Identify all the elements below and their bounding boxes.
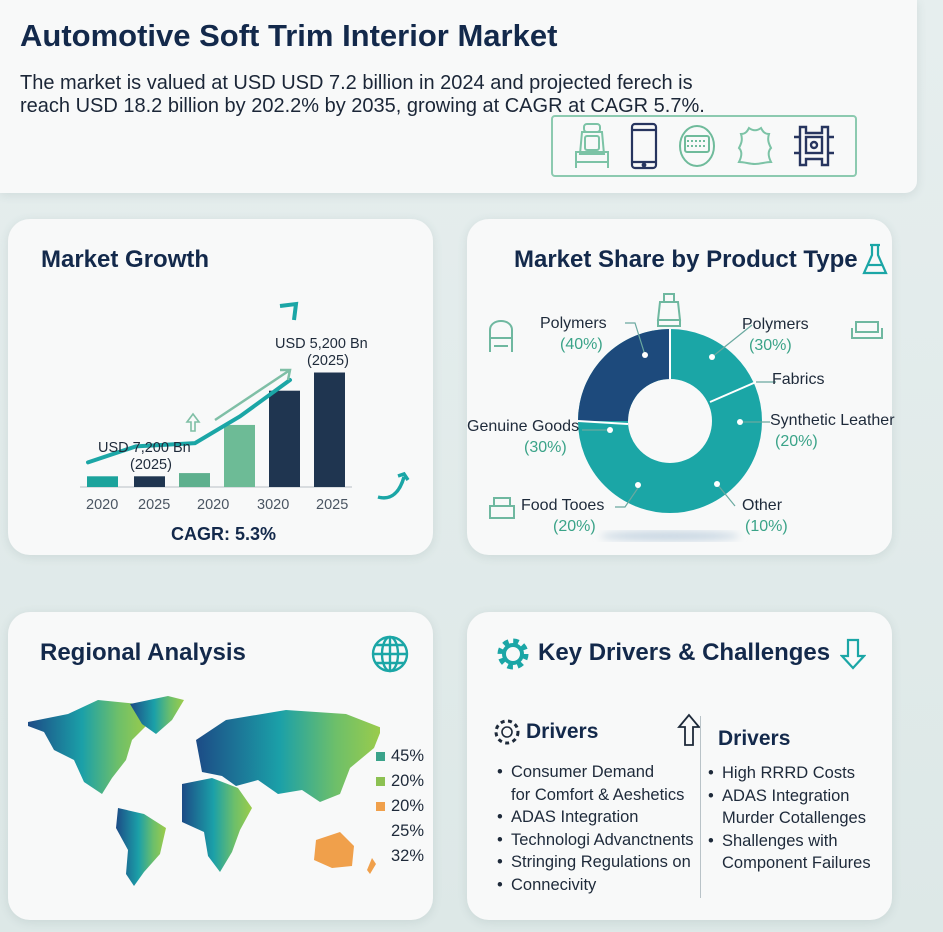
africa (182, 778, 252, 872)
slice-label: Genuine Goods (467, 418, 580, 435)
donut-chart (489, 293, 883, 541)
column-divider (700, 716, 701, 898)
drivers-title: Key Drivers & Challenges (538, 639, 831, 666)
x-tick-label: 2020 (197, 497, 230, 513)
south-america (116, 808, 166, 886)
new-zealand (367, 858, 376, 874)
greenland (130, 696, 184, 734)
market-growth-chart (80, 301, 410, 500)
circuit-chip-icon (794, 125, 835, 167)
market-growth-card (8, 219, 433, 555)
page-subtitle: The market is valued at USD USD 7.2 bill… (20, 72, 705, 117)
printer-icon (489, 497, 515, 519)
globe-icon[interactable] (371, 635, 409, 673)
x-tick-label: 2025 (138, 497, 171, 513)
fabric-swatch-icon (678, 125, 715, 167)
legend-swatch (376, 752, 385, 761)
driver-item: Technologi Advanctnents (497, 829, 694, 852)
legend-item: 20% (376, 794, 424, 819)
regional-legend: 45% 20% 20% 25% 32% (376, 744, 424, 869)
slice-value: (20%) (775, 433, 818, 450)
slice-value: (40%) (560, 336, 603, 353)
legend-swatch (376, 852, 385, 861)
slice-label: Fabrics (772, 371, 825, 388)
page-title: Automotive Soft Trim Interior Market (20, 18, 558, 53)
legend-label: 45% (391, 747, 425, 765)
annotation-high-year: (2025) (307, 353, 349, 369)
gear-outline-icon (494, 719, 520, 745)
annotation-low-value: USD 7,200 Bn (98, 440, 191, 456)
challenge-item: High RRRD Costs (708, 762, 871, 785)
bar (314, 372, 345, 487)
market-share-title: Market Share by Product Type (514, 246, 858, 273)
smartphone-icon (631, 122, 658, 170)
sofa-icon (851, 321, 883, 339)
bar (224, 424, 255, 487)
legend-label: 20% (391, 772, 425, 790)
x-tick-label: 2020 (86, 497, 119, 513)
header-card: Automotive Soft Trim Interior Market The… (0, 0, 917, 193)
legend-label: 25% (391, 822, 425, 840)
legend-swatch (376, 827, 385, 836)
bar (269, 390, 300, 487)
leather-hide-icon (736, 126, 773, 166)
cagr-label: CAGR: 5.3% (171, 524, 277, 544)
legend-item: 45% (376, 744, 424, 769)
slice-label: Other (742, 497, 783, 514)
slice-label: Food Tooes (521, 497, 605, 514)
car-seat-icon (656, 293, 682, 327)
driver-item: Stringing Regulations on (497, 851, 694, 874)
legend-swatch (376, 802, 385, 811)
x-tick-label: 2025 (316, 497, 349, 513)
legend-label: 32% (391, 847, 425, 865)
trend-line (86, 378, 292, 465)
up-arrow-icon (185, 412, 201, 432)
trend-arrowhead (279, 301, 299, 321)
bar (134, 476, 165, 487)
gear-icon (497, 638, 529, 670)
car-seat-icon (574, 123, 609, 168)
australia (314, 832, 354, 868)
flask-icon (862, 243, 888, 275)
arrow-down-icon (840, 638, 866, 670)
slice-value: (30%) (524, 439, 567, 456)
challenges-heading: Drivers (718, 727, 791, 750)
europe-asia (196, 710, 380, 802)
legend-item: 20% (376, 769, 424, 794)
market-growth-title: Market Growth (41, 246, 210, 273)
bar (87, 476, 118, 487)
slice-label: Synthetic Leather (770, 412, 895, 429)
legend-item: 32% (376, 844, 424, 869)
annotation-high-value: USD 5,200 Bn (275, 336, 368, 352)
category-icon-strip (551, 115, 857, 177)
slice-label: Polymers (742, 316, 809, 333)
slice-value: (30%) (749, 337, 792, 354)
slice-value: (10%) (745, 518, 788, 535)
bar (179, 473, 210, 487)
drivers-heading: Drivers (526, 720, 599, 743)
legend-swatch (376, 777, 385, 786)
armchair-icon (489, 320, 513, 352)
slice-label: Polymers (540, 315, 607, 332)
world-map (28, 696, 380, 886)
driver-item: Connecivity (497, 874, 694, 897)
north-america (28, 700, 148, 794)
curved-arrow-icon (377, 471, 410, 500)
annotation-low-year: (2025) (130, 457, 172, 473)
driver-item: ADAS Integration (497, 806, 694, 829)
regional-title: Regional Analysis (40, 639, 246, 666)
arrow-up-icon (677, 713, 701, 746)
legend-item: 25% (376, 819, 424, 844)
slice-value: (20%) (553, 518, 596, 535)
legend-label: 20% (391, 797, 425, 815)
donut-slice-navy (578, 329, 670, 421)
decor-icons (489, 293, 883, 519)
x-tick-label: 3020 (257, 497, 290, 513)
secondary-arrow (214, 368, 292, 422)
